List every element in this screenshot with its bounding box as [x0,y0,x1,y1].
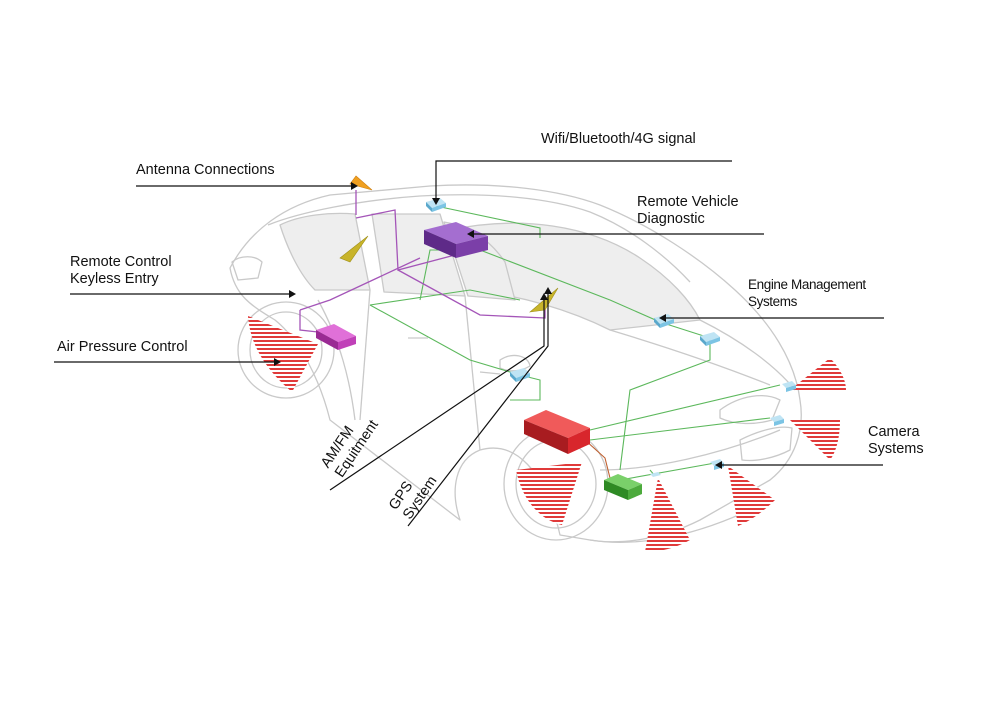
mirror-module [510,368,530,382]
camera-module-1 [782,381,796,392]
air-pressure-module [316,324,356,350]
car-body [229,184,802,543]
label-wifi: Wifi/Bluetooth/4G signal [541,131,696,147]
camera-module-4 [650,472,661,477]
red-control-module [524,410,590,454]
leader-amfm [329,298,545,491]
remote-diagnostic-module [424,222,488,258]
radar-front-center [728,466,775,526]
label-antenna-connections: Antenna Connections [136,162,275,178]
radar-front-right [790,420,840,460]
radar-corner-top [790,358,846,390]
label-camera-systems: Camera Systems [868,424,924,457]
label-air-pressure-control: Air Pressure Control [57,339,188,355]
radar-rear [248,316,318,392]
radar-front-wheel [516,462,582,525]
label-engine-management-systems: Engine Management Systems [748,277,866,309]
label-remote-vehicle-diagnostic: Remote Vehicle Diagnostic [637,194,739,227]
radar-front-left [645,478,690,552]
label-remote-control-keyless-entry: Remote Control Keyless Entry [70,254,172,287]
leader-lines [54,160,884,527]
green-control-module [604,474,642,500]
antenna-yellow-rear [339,235,369,263]
leader-gps [407,292,549,527]
leader-arrowheads [274,182,722,469]
engine-module-2 [700,332,720,346]
camera-module-2 [770,415,784,426]
antenna-orange [349,175,373,191]
brown-wiring [584,439,611,479]
leader-wifi [435,160,732,200]
radar-cones [248,316,846,552]
